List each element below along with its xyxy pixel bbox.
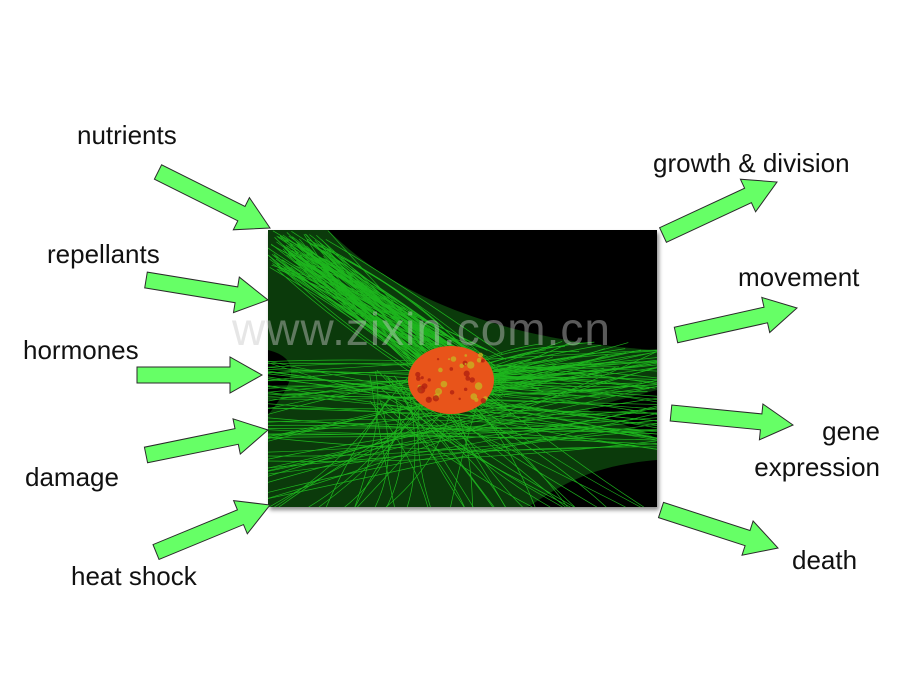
nucleus-speckle xyxy=(480,397,487,404)
arrow-nutrients xyxy=(153,164,271,231)
nucleus-speckle xyxy=(435,388,443,395)
nucleus-speckle xyxy=(459,363,464,369)
nucleus-speckle xyxy=(425,396,432,403)
nucleus-speckle xyxy=(438,367,443,373)
nucleus-speckle xyxy=(415,371,421,378)
nucleus-speckle xyxy=(449,390,455,395)
nucleus-speckle xyxy=(416,376,421,381)
nucleus-speckle xyxy=(449,367,454,371)
arrow-movement xyxy=(673,296,798,344)
arrow-hormones xyxy=(136,356,264,394)
nucleus-speckle xyxy=(447,358,451,361)
nucleus-speckle xyxy=(463,370,470,377)
nucleus-speckle xyxy=(427,378,431,382)
nucleus-speckle xyxy=(458,397,461,401)
nucleus-speckle xyxy=(476,357,482,363)
nucleus-speckle xyxy=(436,358,440,361)
arrow-heat-shock xyxy=(152,500,271,561)
arrow-gene-expression xyxy=(669,403,795,441)
nucleus-speckle xyxy=(440,380,448,388)
nucleus-speckle xyxy=(463,387,468,392)
label-death: death xyxy=(792,545,858,575)
nucleus-speckle xyxy=(481,358,485,363)
nucleus-speckle xyxy=(478,352,483,358)
cell-microscopy-image xyxy=(268,230,657,507)
nucleus-speckle xyxy=(470,393,478,400)
nucleus-speckle xyxy=(464,362,467,366)
label-gene: gene xyxy=(822,416,880,446)
nucleus-speckle xyxy=(474,382,483,390)
nucleus-speckle xyxy=(464,354,468,357)
arrow-repellants xyxy=(144,271,270,314)
label-heat-shock: heat shock xyxy=(71,561,197,591)
nucleus-speckle xyxy=(465,376,471,381)
label-damage: damage xyxy=(25,462,119,492)
nucleus-speckle xyxy=(469,377,475,383)
nucleus-speckle xyxy=(432,395,439,402)
arrow-damage xyxy=(143,418,269,464)
label-hormones: hormones xyxy=(23,335,139,365)
label-growth-division: growth & division xyxy=(653,148,850,178)
label-repellants: repellants xyxy=(47,239,160,269)
nucleus-speckle xyxy=(467,361,475,369)
label-movement: movement xyxy=(738,262,860,292)
arrow-death xyxy=(657,501,779,556)
nucleus-speckle xyxy=(417,385,426,394)
nucleus-speckle xyxy=(420,376,424,380)
nucleus-speckle xyxy=(450,356,457,362)
label-nutrients: nutrients xyxy=(77,120,177,150)
label-expression: expression xyxy=(754,452,880,482)
arrow-growth-division xyxy=(658,178,778,243)
